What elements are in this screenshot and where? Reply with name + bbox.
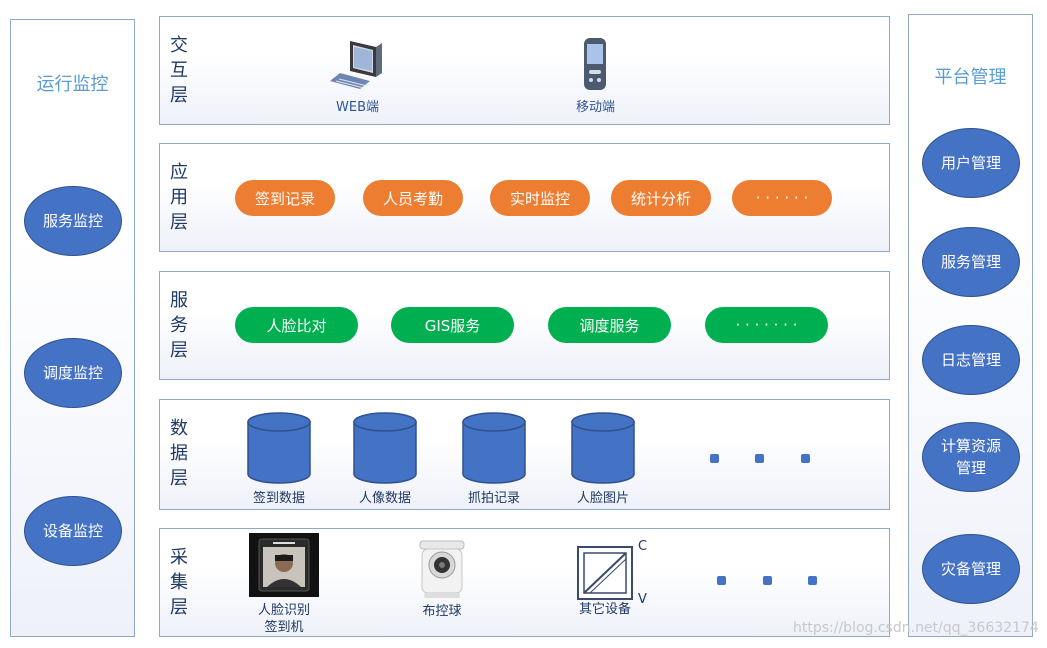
service-layer: 服 务 层 人脸比对 GIS服务 调度服务 · · · · · · · [159, 271, 890, 380]
device-side-label-v: V [638, 592, 647, 607]
ellipsis-dot [710, 454, 719, 463]
data-portrait-caption: 人像数据 [358, 491, 411, 506]
right-item-compute-resource-management[interactable]: 计算资源 管理 [922, 422, 1020, 492]
left-panel-monitoring: 运行监控 服务监控 调度监控 设备监控 [10, 19, 135, 637]
database-cylinder-icon [571, 412, 635, 484]
right-panel-management: 平台管理 用户管理 服务管理 日志管理 计算资源 管理 灾备管理 [908, 14, 1033, 637]
service-gis[interactable]: GIS服务 [391, 307, 514, 343]
application-layer: 应 用 层 签到记录 人员考勤 实时监控 统计分析 · · · · · · [159, 143, 890, 252]
dome-camera-icon [419, 540, 465, 598]
right-item-disaster-recovery-management[interactable]: 灾备管理 [922, 534, 1020, 604]
computer-icon [330, 41, 382, 89]
app-attendance[interactable]: 人员考勤 [363, 180, 463, 216]
data-face-image-caption: 人脸图片 [576, 491, 629, 506]
other-device-caption: 其它设备 [578, 602, 631, 617]
left-item-service-monitor[interactable]: 服务监控 [24, 186, 122, 256]
interaction-layer-label: 交 互 层 [170, 35, 188, 106]
right-panel-title: 平台管理 [934, 67, 1007, 88]
data-capture-caption: 抓拍记录 [467, 491, 520, 506]
right-item-log-management[interactable]: 日志管理 [922, 325, 1020, 395]
service-face-compare[interactable]: 人脸比对 [235, 307, 358, 343]
data-layer-label: 数 据 层 [170, 418, 188, 489]
right-item-service-management[interactable]: 服务管理 [922, 227, 1020, 297]
app-sign-in-records[interactable]: 签到记录 [235, 180, 335, 216]
interaction-layer: 交 互 层 WEB端 移动端 [159, 16, 890, 125]
service-more[interactable]: · · · · · · · [705, 307, 828, 343]
collection-layer-label: 采 集 层 [170, 547, 188, 618]
service-layer-label: 服 务 层 [170, 290, 188, 361]
watermark: https://blog.csdn.net/qq_36632174 [793, 620, 1039, 636]
other-device-icon [577, 546, 633, 600]
left-item-device-monitor[interactable]: 设备监控 [24, 496, 122, 566]
app-more[interactable]: · · · · · · [732, 180, 832, 216]
dome-camera-caption: 布控球 [422, 604, 462, 619]
face-terminal-caption: 人脸识别 签到机 [257, 603, 310, 635]
database-cylinder-icon [247, 412, 311, 484]
mobile-phone-icon [584, 38, 606, 90]
device-side-label-c: C [638, 539, 648, 554]
left-item-dispatch-monitor[interactable]: 调度监控 [24, 338, 122, 408]
ellipsis-dot [763, 576, 772, 585]
ellipsis-dot [801, 454, 810, 463]
ellipsis-dot [755, 454, 764, 463]
data-layer: 数 据 层 签到数据 人像数据 抓拍记录 人脸图片 [159, 399, 890, 510]
ellipsis-dot [717, 576, 726, 585]
database-cylinder-icon [353, 412, 417, 484]
app-realtime-monitor[interactable]: 实时监控 [490, 180, 590, 216]
ellipsis-dot [808, 576, 817, 585]
database-cylinder-icon [462, 412, 526, 484]
face-recognition-terminal-icon [249, 533, 319, 597]
web-client-caption: WEB端 [336, 100, 379, 115]
application-layer-label: 应 用 层 [170, 162, 188, 233]
app-statistics[interactable]: 统计分析 [611, 180, 711, 216]
service-dispatch[interactable]: 调度服务 [548, 307, 671, 343]
mobile-client-caption: 移动端 [575, 100, 615, 115]
collection-layer: 采 集 层 人脸识别 签到机 布控球 C V 其它设备 [159, 528, 890, 637]
data-sign-in-caption: 签到数据 [252, 491, 305, 506]
left-panel-title: 运行监控 [36, 74, 109, 95]
right-item-user-management[interactable]: 用户管理 [922, 128, 1020, 198]
